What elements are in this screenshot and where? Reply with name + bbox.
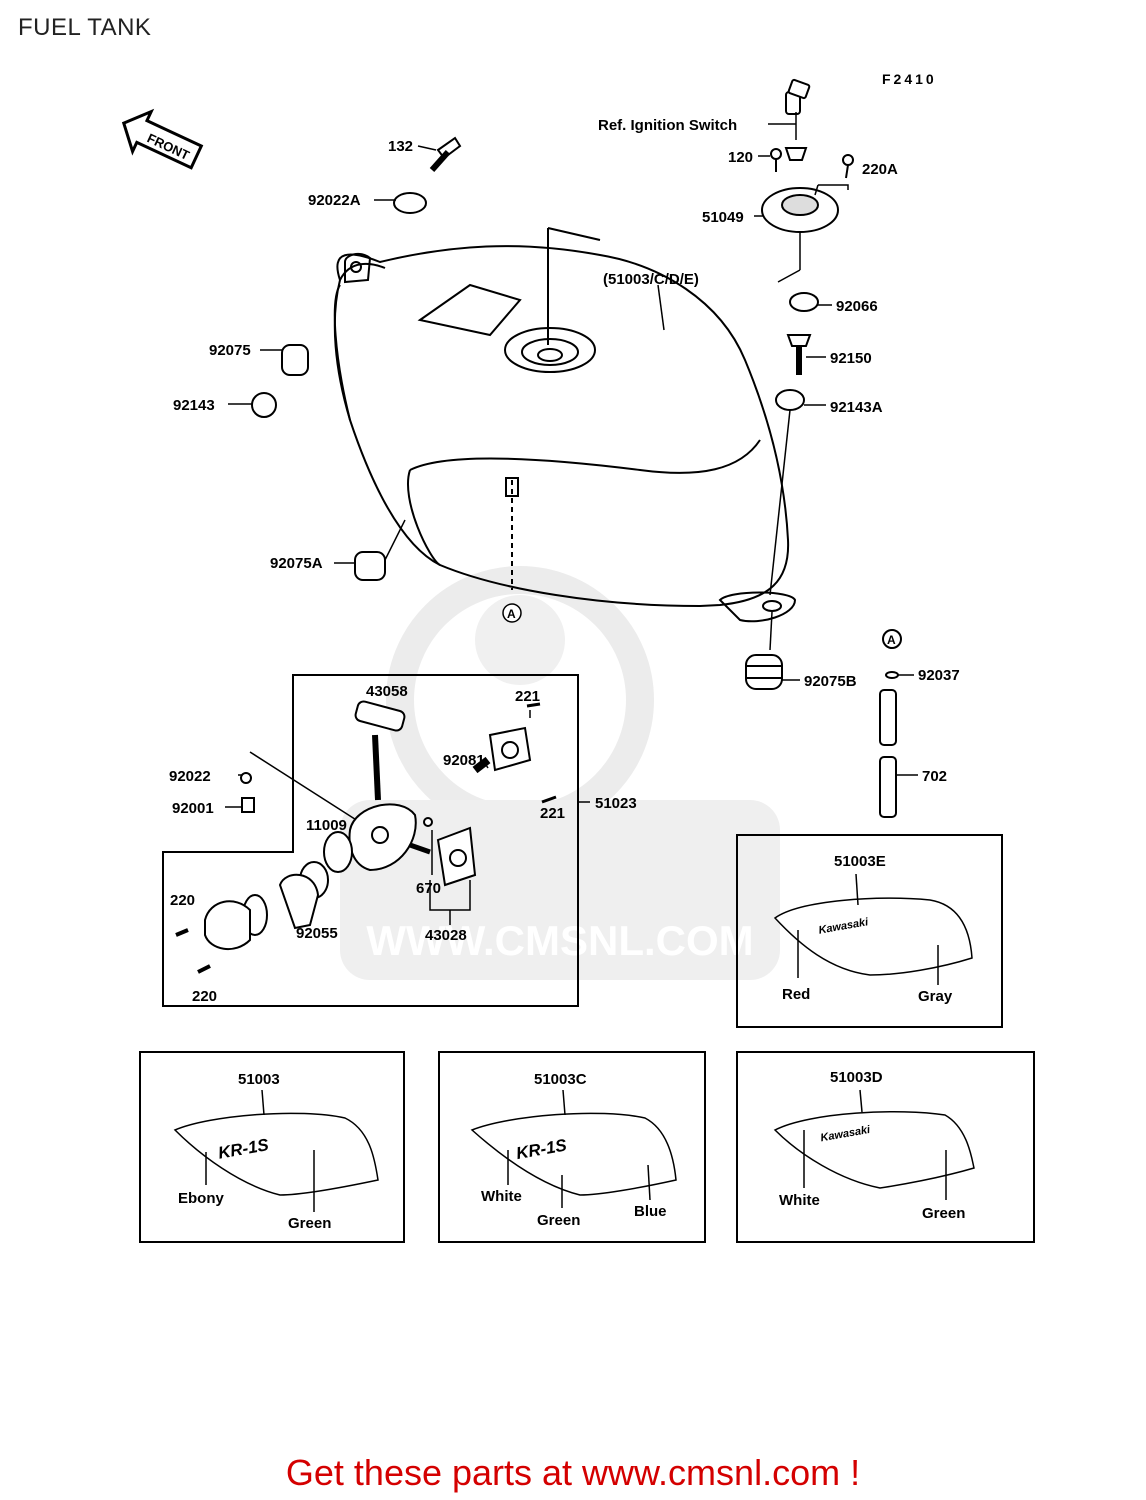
label-220-top: 220 — [170, 892, 195, 909]
variant-c-color-green: Green — [537, 1212, 580, 1229]
svg-text:A: A — [887, 633, 896, 647]
variant-c-part: 51003C — [534, 1071, 587, 1088]
label-220-bot: 220 — [192, 988, 217, 1005]
watermark-text: WWW.CMSNL.COM — [366, 917, 753, 964]
label-92075b: 92075B — [804, 673, 857, 690]
leader-lines — [657, 112, 849, 651]
fuel-tap-icon — [175, 700, 557, 974]
cap-assembly-icon — [761, 147, 854, 411]
label-92150: 92150 — [830, 350, 872, 367]
label-702: 702 — [922, 768, 947, 785]
variant-d-color-white: White — [779, 1192, 820, 1209]
label-670: 670 — [416, 880, 441, 897]
label-11009: 11009 — [306, 817, 347, 834]
label-92143: 92143 — [173, 397, 215, 414]
front-arrow-icon: FRONT — [121, 108, 204, 170]
page-title: FUEL TANK — [18, 14, 152, 41]
label-92022a: 92022A — [308, 192, 361, 209]
variant-base-color-ebony: Ebony — [178, 1190, 224, 1207]
label-92075a: 92075A — [270, 555, 323, 572]
variant-base-color-green: Green — [288, 1215, 331, 1232]
watermark: WWW.CMSNL.COM — [340, 566, 780, 980]
variant-tank-icons — [173, 897, 975, 1196]
variant-e-color-red: Red — [782, 986, 810, 1003]
variant-c-color-blue: Blue — [634, 1203, 667, 1220]
label-120: 120 — [728, 149, 753, 166]
label-92022: 92022 — [169, 768, 211, 785]
label-92055: 92055 — [296, 925, 338, 942]
label-43028: 43028 — [425, 927, 467, 944]
label-51049: 51049 — [702, 209, 744, 226]
variant-base-part: 51003 — [238, 1071, 280, 1088]
label-ref-ignition-switch: Ref. Ignition Switch — [598, 117, 737, 134]
label-43058: 43058 — [366, 683, 408, 700]
label-220a: 220A — [862, 161, 898, 178]
label-51003-c-d-e: (51003/C/D/E) — [603, 271, 699, 288]
footer-link[interactable]: Get these parts at www.cmsnl.com ! — [285, 1452, 861, 1493]
fuel-tank — [333, 227, 797, 623]
label-221-top: 221 — [515, 688, 540, 705]
label-92081: 92081 — [443, 752, 485, 769]
label-92001: 92001 — [172, 800, 214, 817]
variant-c-color-white: White — [481, 1188, 522, 1205]
callout-a: A — [502, 603, 522, 623]
label-221-mid: 221 — [540, 805, 565, 822]
variant-d-part: 51003D — [830, 1069, 883, 1086]
tank-mount-parts — [251, 136, 462, 581]
variant-e-color-gray: Gray — [918, 988, 953, 1005]
label-92066: 92066 — [836, 298, 878, 315]
label-92143a: 92143A — [830, 399, 883, 416]
label-92075: 92075 — [209, 342, 251, 359]
label-51023: 51023 — [595, 795, 637, 812]
label-132: 132 — [388, 138, 413, 155]
svg-text:A: A — [507, 607, 516, 621]
hose-parts — [745, 629, 902, 818]
figure-code: F2410 — [882, 71, 937, 87]
ignition-switch-icon — [785, 78, 811, 115]
variant-boxes — [139, 834, 1035, 1243]
callout-a-hose: A — [887, 633, 896, 647]
variant-d-color-green: Green — [922, 1205, 965, 1222]
label-92037: 92037 — [918, 667, 960, 684]
variant-e-part: 51003E — [834, 853, 886, 870]
